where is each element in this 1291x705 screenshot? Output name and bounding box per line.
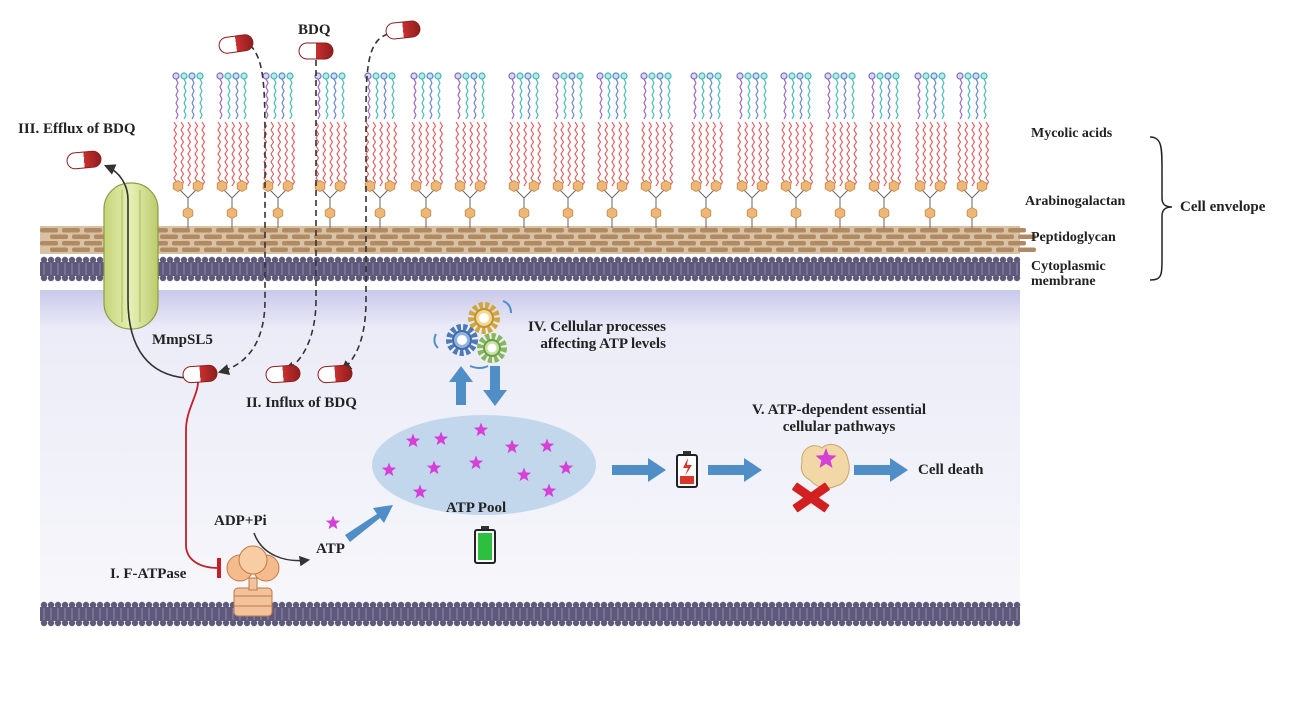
pathway-star-icon bbox=[815, 448, 837, 468]
bdq-pill-2 bbox=[298, 42, 334, 60]
peptidoglycan-label: Peptidoglycan bbox=[1031, 230, 1116, 245]
cell-envelope-brace bbox=[1149, 136, 1173, 281]
pathways-label: V. ATP-dependent essential cellular path… bbox=[752, 402, 927, 436]
bdq-pill-3 bbox=[385, 20, 421, 40]
gears-icon bbox=[433, 300, 512, 369]
bdq-pill-cyto-2 bbox=[265, 364, 301, 384]
peptidoglycan-layer bbox=[40, 226, 1036, 254]
adp-pi-label: ADP+Pi bbox=[214, 513, 267, 529]
atp-label: ATP bbox=[316, 541, 345, 557]
bdq-pill-cyto-1 bbox=[182, 364, 218, 384]
mycolic-acid-layer bbox=[172, 72, 990, 228]
cytoplasmic-membrane-top bbox=[40, 256, 1021, 282]
blue-arrows bbox=[345, 366, 908, 542]
mmpsl5-transporter bbox=[103, 182, 159, 330]
influx-label: II. Influx of BDQ bbox=[246, 395, 357, 411]
inhibition-line bbox=[185, 381, 221, 578]
pathway-protein-icon bbox=[800, 444, 850, 489]
bdq-pill-1 bbox=[218, 34, 254, 54]
f-atpase-enzyme bbox=[226, 545, 280, 617]
cellular-processes-label: IV. Cellular processes affecting ATP lev… bbox=[528, 319, 666, 353]
mmpsl5-label: MmpSL5 bbox=[152, 332, 213, 348]
cell-death-label: Cell death bbox=[918, 462, 984, 478]
mycolic-acids-label: Mycolic acids bbox=[1031, 126, 1113, 141]
efflux-arrow bbox=[103, 164, 187, 379]
atp-star-icon bbox=[325, 515, 341, 530]
efflux-label: III. Efflux of BDQ bbox=[18, 121, 136, 137]
cytoplasmic-membrane-label: Cytoplasmic membrane bbox=[1031, 259, 1106, 289]
bdq-pill-efflux bbox=[66, 150, 102, 170]
atp-pool-ellipse bbox=[372, 415, 596, 515]
f-atpase-label: I. F-ATPase bbox=[110, 566, 187, 582]
battery-full-icon bbox=[474, 526, 496, 564]
blocked-x-icon bbox=[792, 482, 830, 513]
battery-low-icon bbox=[676, 451, 698, 488]
atp-stars bbox=[381, 422, 574, 499]
bdq-pill-cyto-3 bbox=[317, 364, 353, 384]
arabinogalactan-label: Arabinogalactan bbox=[1025, 194, 1126, 209]
cell-envelope-label: Cell envelope bbox=[1180, 199, 1266, 215]
atp-pool-label: ATP Pool bbox=[446, 500, 507, 516]
cytoplasmic-membrane-bottom bbox=[40, 601, 1021, 627]
adp-to-atp-arrow bbox=[253, 532, 311, 567]
bdq-label: BDQ bbox=[298, 22, 331, 38]
